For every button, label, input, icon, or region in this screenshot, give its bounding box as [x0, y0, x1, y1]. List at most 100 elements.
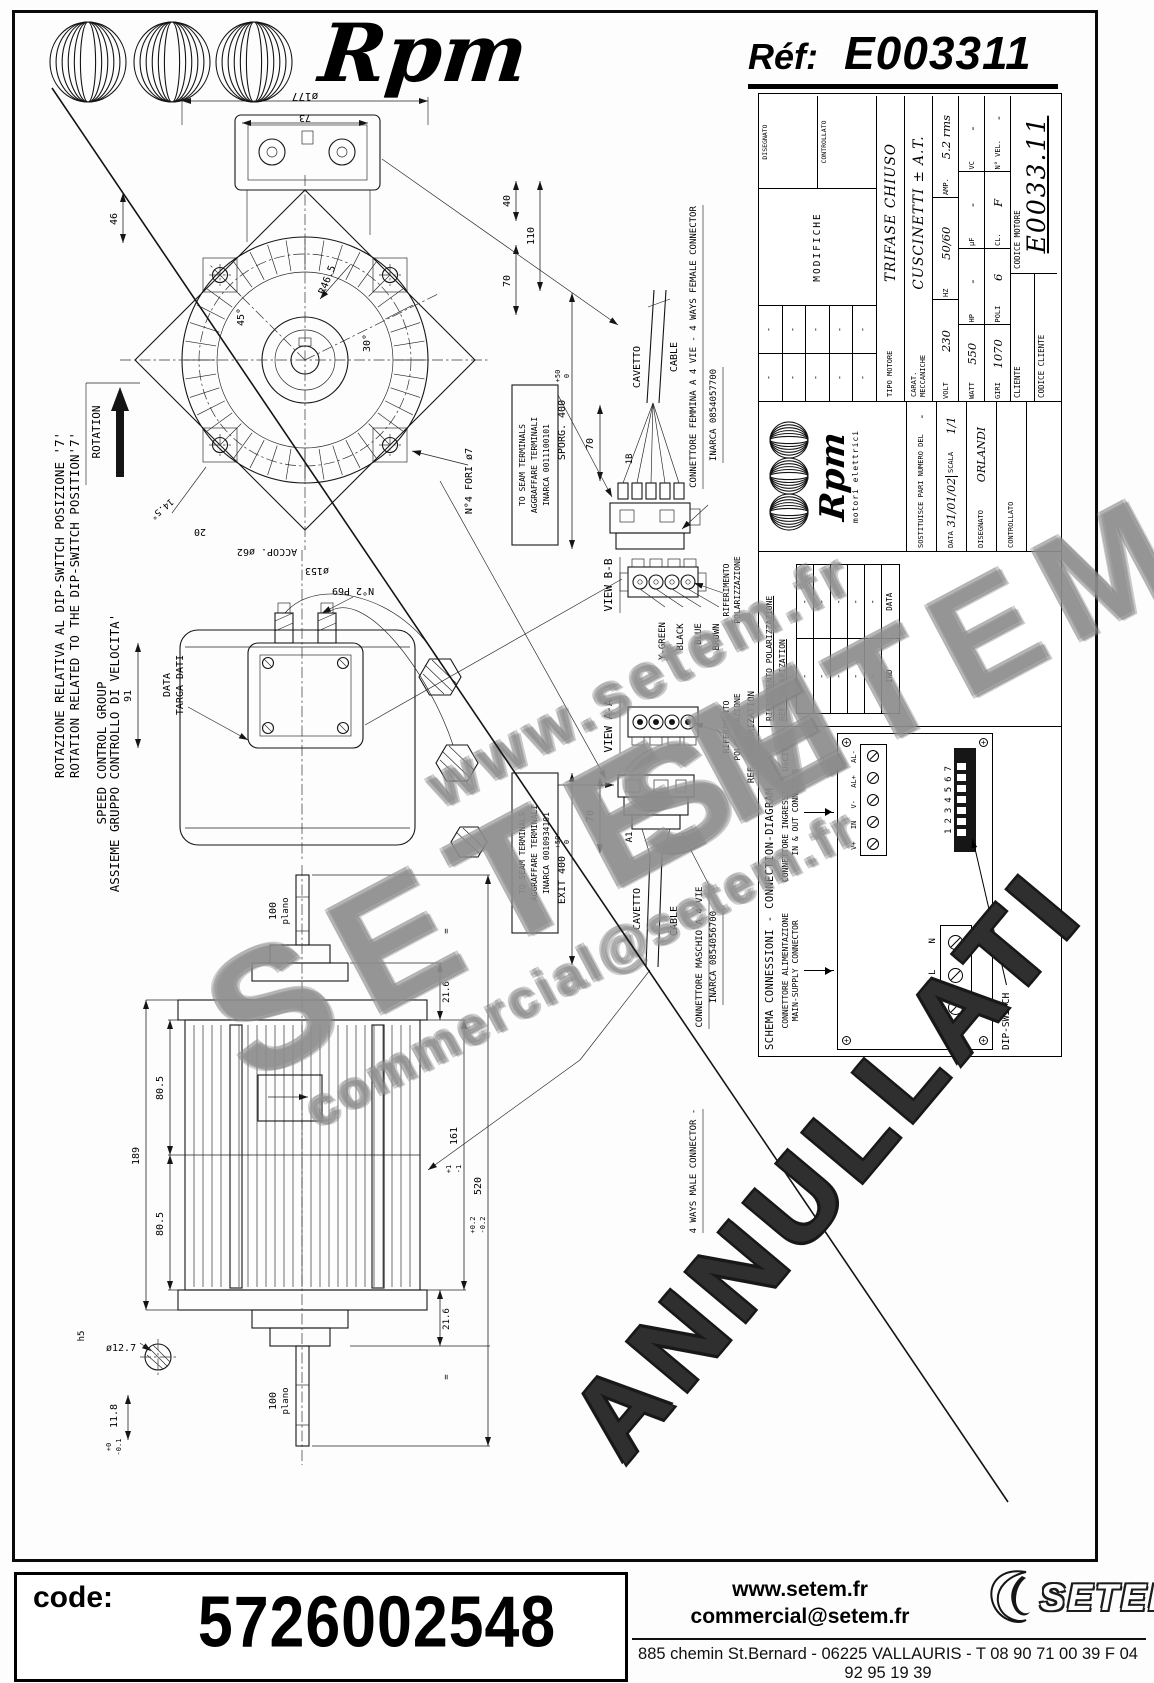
rpm-logo-coils-icon [49, 21, 293, 103]
dim-20: 20 [194, 526, 206, 537]
connector-captions: CONNETTORE ALIMENTAZIONE MAIN-SUPPLY CON… [781, 733, 834, 1050]
dim-exit-tol-z: 0 [563, 840, 571, 844]
polar-cell: - [813, 638, 830, 713]
carat-value: CUSCINETTI ± A.T. [910, 135, 927, 290]
speed-group-it: ASSIEME GRUPPO CONTROLLO DI VELOCITA' [107, 614, 122, 892]
carat-row: CARAT. MECCANICHE CUSCINETTI ± A.T. [905, 96, 933, 401]
revision-strip: -- -- -- -- -- MODIFICHE DISEGNATO CONTR… [759, 96, 877, 401]
nvel-value: - [990, 116, 1005, 120]
rotation-word: ROTATION [90, 406, 103, 459]
dim-161-tol-p: +1 [445, 1165, 453, 1173]
dim-520-tol-m: -0.2 [479, 1217, 487, 1234]
terminal-screw-icon [867, 794, 880, 806]
terminal-label-vminus: V- [849, 800, 858, 809]
wire-black: BLACK [676, 623, 686, 651]
polarization-ref-1b: POLARIZZAZIONE [733, 556, 742, 624]
seam-note-1-l1: TO SEAM TERMINALS [518, 424, 527, 506]
setem-logo: SETEM [982, 1566, 1154, 1630]
codice-cliente-label: CODICE CLIENTE [1036, 334, 1046, 398]
label-plano-b: plano [281, 1387, 291, 1414]
label-cable-lower: CABLE [669, 906, 680, 936]
rev-cell: - [759, 353, 782, 401]
client-code-band: CLIENTE CODICE CLIENTE CODICE MOTORE E00… [1011, 96, 1057, 401]
hp-label: HP [967, 314, 976, 323]
dim-189: 189 [131, 1147, 142, 1165]
dim-118-tol-m: -0.1 [115, 1439, 123, 1456]
motor-drawing: ø177 73 46 40 110 70 45° 30° R46.5 14.5°… [52, 90, 762, 1465]
male-connector-code: INARCA 0854056700 [709, 911, 719, 1003]
watt-label: WATT [967, 382, 976, 399]
io-caption-it: CONNETTORE INGRESSI ED USCITE [781, 742, 790, 883]
scala-value: 1/1 [945, 416, 958, 435]
terminal-screw-icon [867, 816, 880, 828]
rotation-arrow-icon [111, 387, 129, 477]
female-connector-label: CONNETTORE FEMMINA A 4 VIE - 4 WAYS FEMA… [689, 206, 699, 488]
hp-value: - [964, 279, 979, 284]
dim-46: 46 [109, 213, 120, 225]
board-screw-icon: + [978, 1036, 988, 1045]
footer-links: www.setem.fr commercial@setem.fr [640, 1578, 960, 1629]
dim-40: 40 [502, 195, 513, 207]
mains-terminal-block: PE L N [928, 925, 972, 1025]
dim-r465: R46.5 [317, 264, 338, 296]
dim-145deg: 14.5° [148, 496, 175, 521]
label-fori: N°4 FORI ø7 [464, 448, 475, 514]
modifiche-label: MODIFICHE [759, 188, 876, 305]
controllato-row: CONTROLLATO [997, 402, 1027, 551]
dim-exit: EXIT 400 [557, 856, 568, 904]
controllato-label: CONTROLLATO [1007, 501, 1016, 548]
footer-address: 885 chemin St.Bernard - 06225 VALLAURIS … [638, 1645, 1138, 1682]
giri-value: 1070 [990, 339, 1005, 369]
dim-73: 73 [299, 112, 311, 123]
polar-cell: - [850, 599, 861, 605]
volt-label: VOLT [941, 382, 950, 399]
board-screw-icon: + [978, 738, 988, 747]
sostituisce-label: SOSTITUISCE PARI NUMERO DEL [917, 434, 926, 548]
female-connector-group: CAVETTO CABLE 70 1B SPORG. 400 +50 0 TO … [511, 205, 724, 550]
label-dia153: ø153 [305, 565, 329, 576]
reference-box: Réf: E003311 [748, 26, 1058, 89]
polar-cell: - [796, 638, 813, 713]
connector-views: VIEW B-B Y-GREEN BLACK BLUE BROWN RIFERI… [602, 556, 762, 787]
terminal-label-alminus: AL- [849, 750, 858, 763]
rev-cell: - [858, 326, 869, 333]
uf-value: - [964, 203, 979, 207]
polar-cell: - [816, 599, 827, 605]
vc-value: - [964, 126, 979, 131]
specs-section: -- -- -- -- -- MODIFICHE DISEGNATO CONTR… [759, 96, 1061, 401]
polarization-ref-2b: POLARIZZAZIONE [733, 693, 742, 761]
label-h5: h5 [77, 1331, 87, 1342]
hz-label: HZ [941, 288, 950, 297]
dim-118-tol-p: +0 [105, 1443, 113, 1451]
terminal-screw-icon [867, 750, 880, 762]
polar-cell: - [830, 638, 847, 713]
label-1b: 1B [625, 454, 635, 465]
dip-switch-numbers: 1234567 [943, 761, 954, 834]
ref-polarization: REF. POLARIZATION [747, 691, 757, 783]
revision-table: -- -- -- -- -- [759, 305, 876, 401]
dip-toggle [956, 774, 966, 782]
dip-toggle [956, 785, 966, 793]
supply-arrow-icon [803, 970, 834, 972]
wire-blue: BLUE [694, 623, 704, 645]
wire-ygreen: Y-GREEN [658, 622, 668, 660]
dip-toggle [956, 818, 966, 826]
io-terminal-block: V+ IN V- AL+ AL- [850, 744, 887, 856]
lower-view: 80.5 80.5 189 21.6 = 161 +1 -1 520 +0.2 … [77, 865, 651, 1465]
dim-100b: 100 [268, 1392, 279, 1410]
code-box: code: 5726002548 [14, 1572, 628, 1682]
male-connector-group: 70 A1 CAVETTO CABLE EXIT 400 +50 0 TO SE… [511, 772, 724, 1233]
tipo-label: TIPO MOTORE [886, 350, 895, 397]
dim-70-lower: 70 [585, 810, 596, 822]
rev-cell: - [811, 326, 822, 333]
dip-toggle [956, 763, 966, 771]
dim-520: 520 [473, 1177, 484, 1195]
polarization-ref-1a: RIFERIMENTO [722, 563, 731, 616]
dip-switch-caption: DIP-SWITCH [972, 733, 1012, 1050]
codice-motore-box: CODICE MOTORE E0033.11 [1011, 96, 1057, 273]
data-label: DATA [947, 531, 956, 548]
dip-switch-label: DIP-SWITCH [1000, 992, 1012, 1050]
watt-value: 550 [964, 342, 979, 365]
eq-mark-1: = [442, 928, 452, 934]
